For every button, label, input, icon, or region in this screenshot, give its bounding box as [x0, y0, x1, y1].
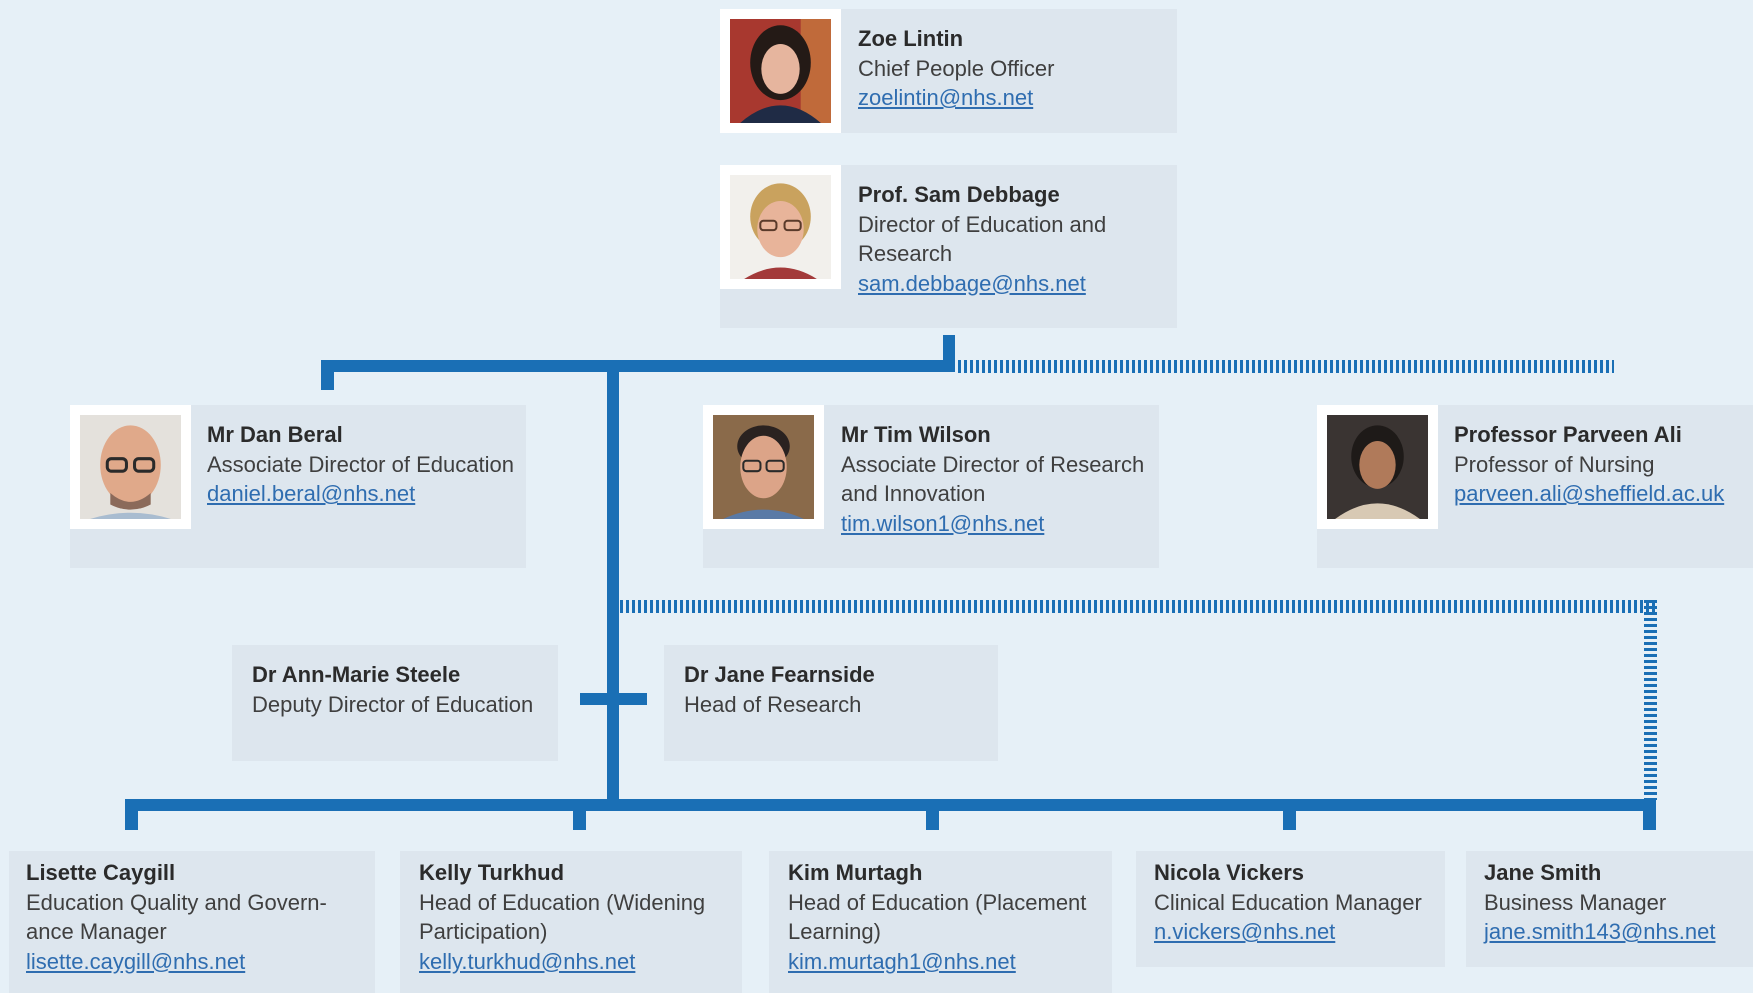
person-portrait-icon [713, 415, 814, 519]
person-card-parveen-ali: Professor Parveen Ali Professor of Nursi… [1317, 405, 1753, 568]
person-card-ann-marie-steele: Dr Ann-Marie Steele Deputy Director of E… [232, 645, 558, 761]
person-name: Dr Ann-Marie Steele [252, 662, 461, 687]
email-link[interactable]: jane.smith143@nhs.net [1484, 919, 1716, 944]
person-card-nicola-vickers: Nicola Vickers Clinical Education Manage… [1136, 851, 1445, 967]
person-card-kelly-turkhud: Kelly Turkhud Head of Education (Widenin… [400, 851, 742, 993]
email-link[interactable]: daniel.beral@nhs.net [207, 481, 416, 506]
person-role: Director of Education and Research [858, 211, 1107, 267]
dotted-connector-top [958, 360, 1614, 373]
person-role: Education Quality and Govern-ance Manage… [26, 889, 327, 945]
person-role: Clinical Education Manager [1154, 889, 1422, 915]
person-card-lisette-caygill: Lisette Caygill Education Quality and Go… [9, 851, 375, 993]
email-link[interactable]: sam.debbage@nhs.net [858, 270, 1086, 296]
person-card-jane-fearnside: Dr Jane Fearnside Head of Research [664, 645, 998, 761]
portrait-photo [703, 405, 824, 529]
email-link[interactable]: tim.wilson1@nhs.net [841, 510, 1045, 536]
dotted-connector-middle [620, 600, 1658, 613]
person-card-sam-debbage: Prof. Sam Debbage Director of Education … [720, 165, 1177, 328]
connector-main-vertical [607, 365, 619, 811]
person-role: Chief People Officer [858, 55, 1055, 81]
email-link[interactable]: lisette.caygill@nhs.net [26, 948, 246, 974]
person-name: Nicola Vickers [1154, 860, 1305, 885]
email-link[interactable]: parveen.ali@sheffield.ac.uk [1454, 481, 1725, 506]
email-link[interactable]: kim.murtagh1@nhs.net [788, 948, 1016, 974]
dotted-connector-right [1644, 600, 1657, 800]
connector-top-horizontal [321, 360, 955, 372]
person-role: Deputy Director of Education [252, 691, 534, 717]
person-name: Professor Parveen Ali [1454, 422, 1682, 447]
connector-to-staff-4 [1283, 799, 1296, 830]
person-name: Kim Murtagh [788, 860, 923, 885]
email-link[interactable]: n.vickers@nhs.net [1154, 919, 1336, 944]
person-name: Jane Smith [1484, 860, 1602, 885]
person-role: Associate Director of Education [207, 451, 514, 477]
connector-director-down [943, 335, 955, 365]
person-name: Mr Dan Beral [207, 422, 343, 447]
connector-to-staff-5 [1643, 799, 1656, 830]
person-role: Head of Education (Placement Learning) [788, 889, 1087, 945]
person-role: Head of Research [684, 691, 862, 717]
person-card-dan-beral: Mr Dan Beral Associate Director of Educa… [70, 405, 526, 568]
person-role: Professor of Nursing [1454, 451, 1655, 477]
person-card-zoe-lintin: Zoe Lintin Chief People Officer zoelinti… [720, 9, 1177, 133]
person-name: Mr Tim Wilson [841, 422, 991, 447]
person-role: Head of Education (Widening Participatio… [419, 889, 706, 945]
connector-to-staff-2 [573, 799, 586, 830]
person-name: Lisette Caygill [26, 860, 176, 885]
person-name: Zoe Lintin [858, 26, 964, 51]
person-name: Prof. Sam Debbage [858, 182, 1060, 207]
person-portrait-icon [730, 19, 831, 123]
connector-to-staff-3 [926, 799, 939, 830]
person-name: Kelly Turkhud [419, 860, 565, 885]
person-role: Associate Director of Research and Innov… [841, 451, 1145, 507]
person-card-kim-murtagh: Kim Murtagh Head of Education (Placement… [769, 851, 1112, 993]
person-card-jane-smith: Jane Smith Business Manager jane.smith14… [1466, 851, 1753, 967]
email-link[interactable]: zoelintin@nhs.net [858, 85, 1034, 110]
portrait-photo [1317, 405, 1438, 529]
person-name: Dr Jane Fearnside [684, 662, 875, 687]
portrait-photo [720, 165, 841, 289]
person-role: Business Manager [1484, 889, 1667, 915]
connector-to-staff-1 [125, 799, 138, 830]
person-portrait-icon [1327, 415, 1428, 519]
email-link[interactable]: kelly.turkhud@nhs.net [419, 948, 636, 974]
connector-bottom-horizontal [125, 799, 1656, 811]
person-card-tim-wilson: Mr Tim Wilson Associate Director of Rese… [703, 405, 1159, 568]
person-portrait-icon [80, 415, 181, 519]
connector-to-dan-beral [321, 360, 334, 390]
person-portrait-icon [730, 175, 831, 279]
connector-deputies-cross [580, 693, 647, 705]
portrait-photo [720, 9, 841, 133]
portrait-photo [70, 405, 191, 529]
